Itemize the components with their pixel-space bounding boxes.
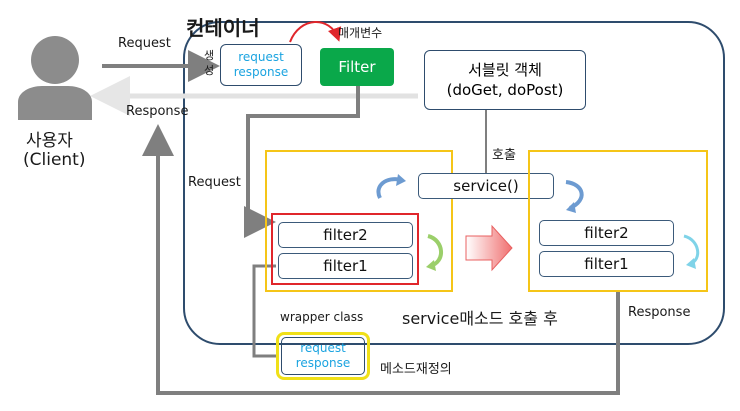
filter1-right-label: filter1 (584, 255, 629, 273)
filter-chain-red (271, 213, 419, 285)
param-label: 매개변수 (338, 26, 383, 40)
override-label: 메소드재정의 (380, 362, 452, 377)
response-label-right: Response (628, 305, 691, 320)
request-text: request (238, 50, 284, 64)
filter2-left: filter2 (278, 222, 413, 248)
servlet-box: 서블릿 객체 (doGet, doPost) (424, 50, 586, 110)
transition-arrow (465, 224, 513, 272)
service-label: service() (453, 177, 519, 195)
service-box: service() (418, 173, 554, 199)
param-curve-arrow (289, 21, 342, 43)
filter1-left-label: filter1 (323, 257, 368, 275)
response-label-left: Response (126, 104, 189, 119)
filter-request-path (244, 86, 360, 238)
client-sub: (Client) (23, 150, 86, 170)
service-after-label: service매소드 호출 후 (402, 309, 558, 328)
filter-label: Filter (338, 58, 376, 76)
wrapper-request-text: request (300, 341, 346, 355)
servlet-methods: (doGet, doPost) (446, 81, 564, 99)
user-icon (18, 36, 92, 120)
filter1-left: filter1 (278, 253, 413, 279)
wrapper-inner: request response (281, 337, 365, 375)
filter2-left-label: filter2 (323, 226, 368, 244)
wrapper-response-text: response (295, 356, 351, 370)
filter2-right-label: filter2 (584, 224, 629, 242)
response-return-path (142, 124, 620, 395)
filter1-right: filter1 (539, 251, 674, 277)
create-label: 생 성 (204, 49, 215, 77)
filter2-right: filter2 (539, 220, 674, 246)
response-text: response (233, 65, 289, 79)
right-filter-group (528, 150, 708, 292)
container-title: 컨테이너 (186, 16, 260, 40)
client-name: 사용자 (26, 131, 73, 151)
filter-box: Filter (320, 48, 394, 86)
request-label-left: Request (188, 175, 241, 190)
servlet-title: 서블릿 객체 (468, 61, 542, 79)
request-label-top: Request (118, 36, 171, 51)
request-response-box-top: request response (220, 44, 302, 86)
left-filter-group (265, 150, 453, 292)
container-boundary (183, 21, 725, 345)
wrapper-class-label: wrapper class (280, 310, 364, 324)
call-label: 호출 (492, 148, 516, 163)
wrapper-box: request response (276, 332, 370, 380)
